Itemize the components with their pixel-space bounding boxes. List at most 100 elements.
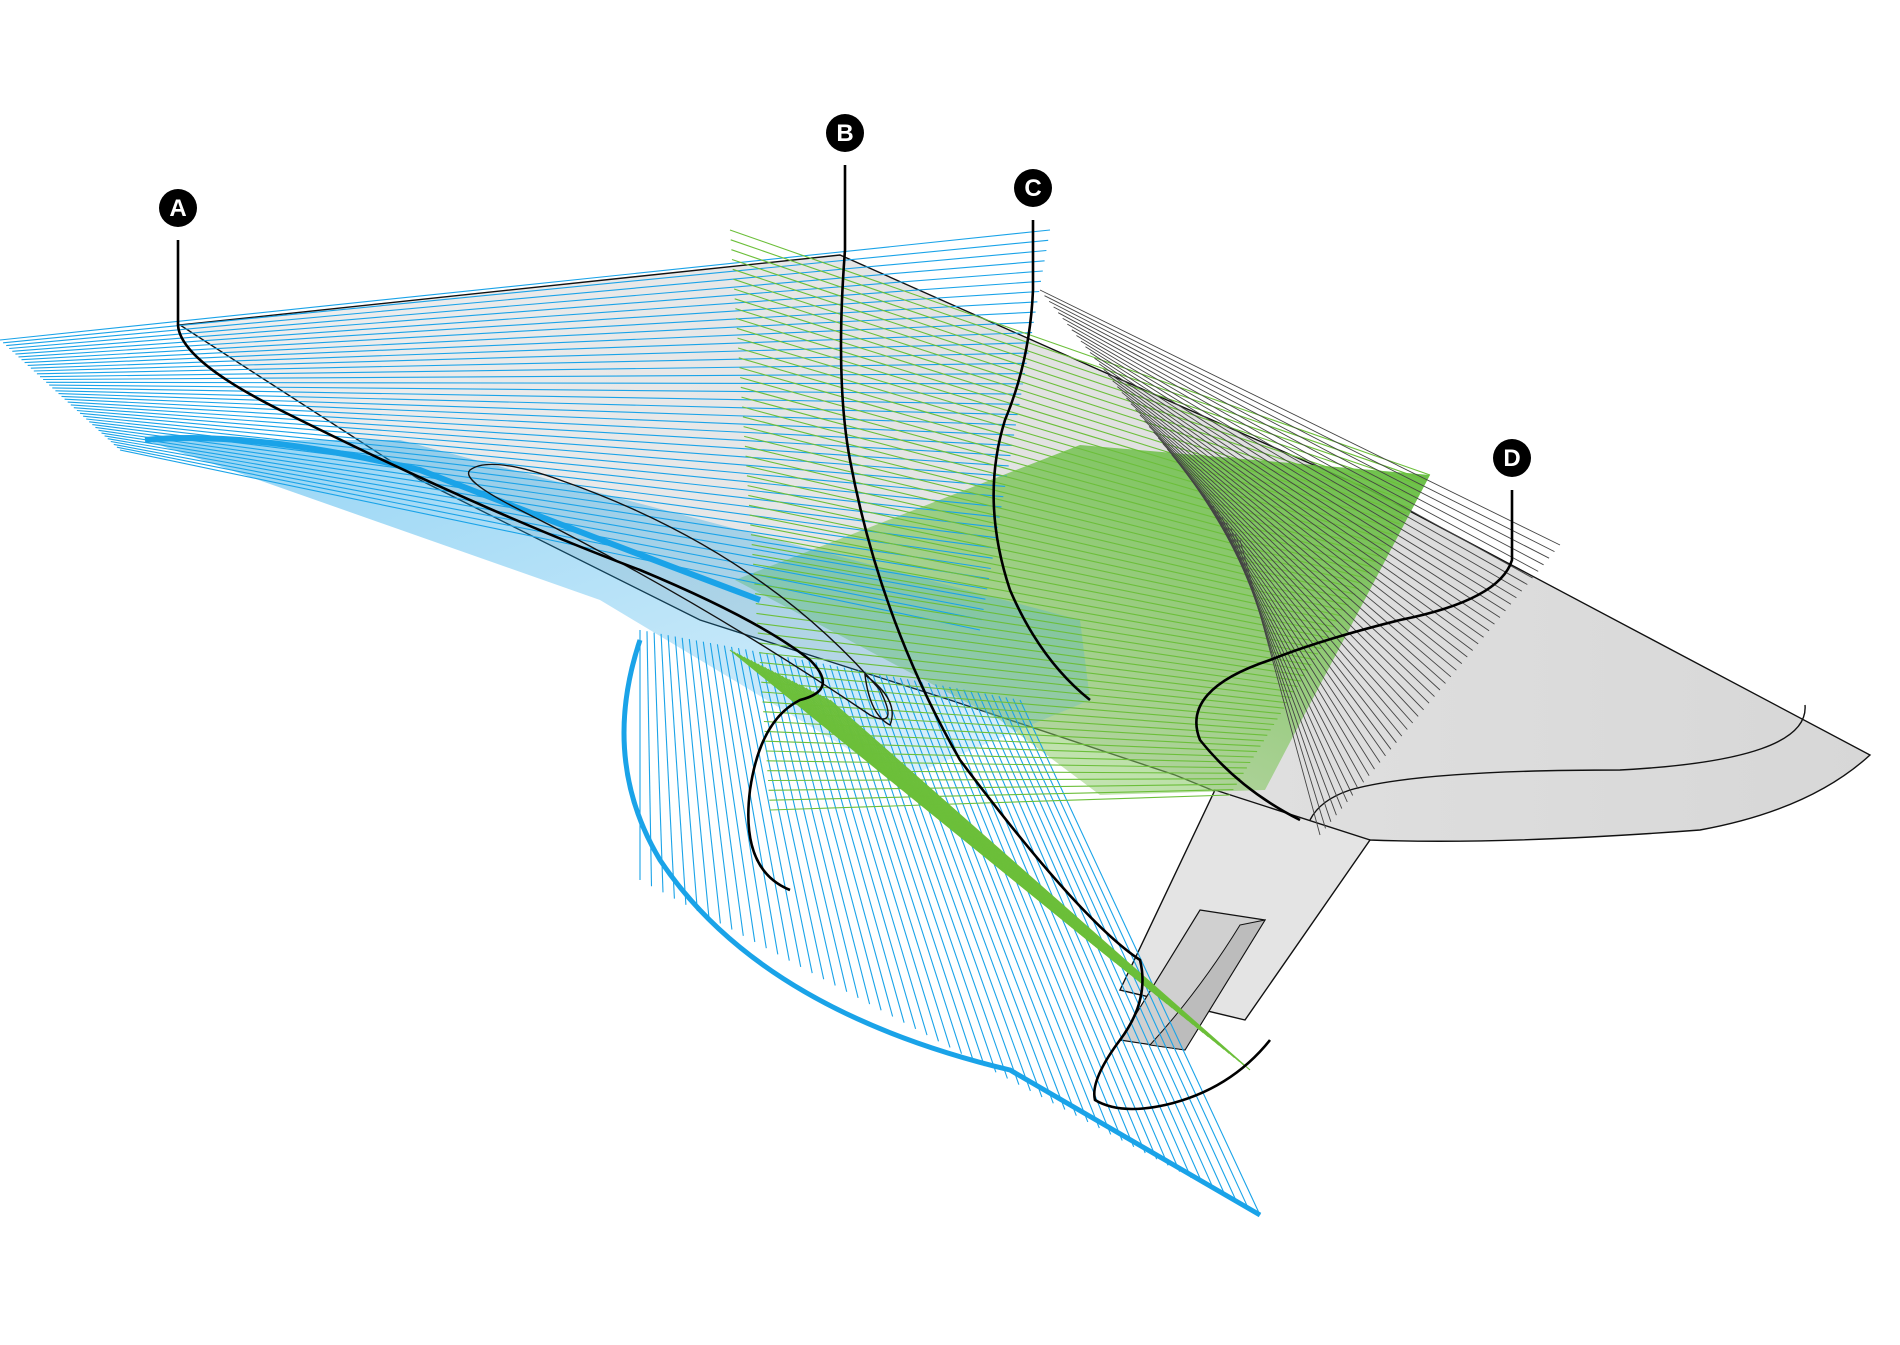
hatch-line — [674, 636, 698, 912]
section-curve-d — [1195, 490, 1514, 822]
hatch-line — [748, 504, 1336, 628]
hatch-line — [70, 404, 1009, 467]
hatch-line — [43, 373, 1025, 381]
hatch-line — [1166, 448, 1408, 730]
blue-cylinder-edge — [621, 639, 1262, 1218]
hatch-line — [18, 290, 1040, 358]
hatch-line — [709, 642, 756, 943]
section-curve-a — [176, 240, 825, 892]
hatch-line — [83, 415, 1002, 508]
hatch-line — [36, 352, 1029, 375]
hatch-line — [756, 612, 1298, 688]
inner-loop-curve — [467, 463, 889, 720]
hatch-line — [766, 760, 1247, 769]
hatch-line — [653, 632, 664, 893]
hatch-line — [1112, 380, 1473, 651]
marker-b: B — [826, 114, 864, 152]
hatch-line — [1135, 408, 1446, 684]
hatch-line — [67, 401, 1011, 457]
hatch-line — [1144, 420, 1435, 697]
hatch-line — [751, 544, 1322, 650]
hatch-line — [12, 270, 1043, 352]
hatch-line — [735, 308, 1404, 519]
hatch-line — [757, 632, 1292, 698]
hatch-line — [119, 449, 981, 631]
hatch-line — [748, 494, 1339, 622]
hatch-line — [767, 778, 1241, 782]
hatch-line — [64, 398, 1013, 446]
wing-cutout — [1309, 704, 1806, 821]
hatch-line — [794, 658, 894, 1017]
hatch-line — [723, 645, 779, 955]
hatch-line — [878, 673, 1031, 1092]
hatch-line — [741, 396, 1373, 568]
hatch-line — [732, 268, 1417, 498]
hatch-line — [76, 409, 1006, 487]
hatch-line — [935, 684, 1123, 1141]
hatch-line — [737, 647, 802, 968]
hatch-line — [1053, 306, 1544, 566]
hatch-line — [98, 429, 993, 559]
hatch-line — [733, 288, 1410, 509]
marker-b-label: B — [836, 120, 853, 147]
hatch-line — [95, 426, 995, 549]
hatch-line — [1148, 426, 1430, 704]
hatch-line — [761, 691, 1271, 731]
hatch-line — [773, 654, 859, 999]
hatch-line — [864, 671, 1008, 1079]
hatch-line — [716, 644, 767, 949]
hatch-line — [758, 642, 1288, 704]
marker-a-label: A — [169, 195, 186, 222]
hatch-line — [1094, 357, 1495, 625]
hatch-line — [1044, 295, 1555, 553]
hatch-line — [729, 229, 1431, 476]
hatch-line — [9, 260, 1045, 350]
hatch-line — [746, 475, 1346, 612]
blue-wedge — [145, 440, 1090, 780]
section-curve-c — [992, 220, 1091, 702]
hatch-line — [1153, 431, 1424, 711]
hatch-line — [1076, 335, 1517, 599]
hatch-line — [757, 622, 1295, 693]
hatch-line — [1139, 414, 1441, 691]
wall-opening-inner — [1148, 919, 1267, 1051]
hatch-line — [765, 750, 1251, 764]
hatch-line — [702, 641, 744, 936]
hatch-line — [730, 239, 1427, 481]
hatch-line — [753, 563, 1315, 660]
hatch-line — [740, 386, 1376, 563]
hatch-line — [1067, 323, 1528, 585]
hatch-line — [753, 573, 1312, 666]
hatch-line — [101, 432, 991, 570]
hatch-line — [1039, 289, 1561, 546]
hatch-line — [750, 534, 1326, 644]
hatch-line — [1071, 329, 1523, 592]
hatch-line — [736, 327, 1397, 530]
hatch-line — [1126, 397, 1457, 671]
hatch-line — [733, 278, 1414, 503]
hatch-line — [86, 418, 1000, 518]
hatch-line — [1103, 369, 1484, 638]
hatch-line — [30, 332, 1033, 369]
hatch-line — [750, 524, 1329, 639]
hatch-line — [755, 603, 1302, 682]
blue-wedge-edge — [144, 435, 762, 603]
hatch-line — [752, 650, 825, 980]
hatch-line — [769, 789, 1234, 801]
hatch-line — [58, 393, 1016, 426]
marker-d-label: D — [1503, 445, 1520, 472]
hatch-line — [1085, 346, 1506, 612]
section-curve-b — [839, 165, 1272, 1111]
hatch-line — [759, 661, 1281, 715]
hatch-line — [759, 651, 836, 986]
hatch-line — [745, 649, 813, 974]
hatch-line — [740, 376, 1380, 557]
hatch-line — [734, 298, 1407, 514]
hatch-line — [731, 249, 1424, 487]
hatch-line — [899, 677, 1066, 1110]
hatch-line — [33, 342, 1031, 372]
hatch-line — [1157, 437, 1419, 717]
hatch-line — [1005, 697, 1238, 1203]
hatch-line — [857, 670, 997, 1073]
